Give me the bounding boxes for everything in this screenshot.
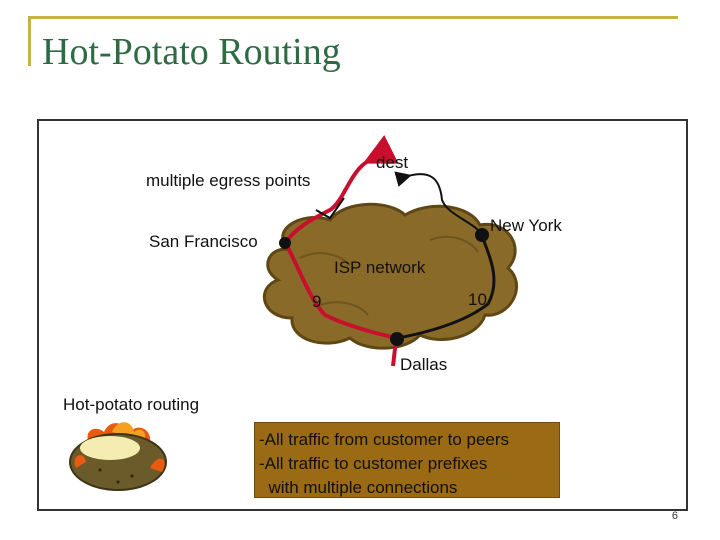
title-accent-bar-top	[28, 16, 678, 19]
router-san-francisco	[279, 237, 291, 249]
path-dest-to-sanfrancisco	[284, 134, 399, 244]
info-line-3: with multiple connections	[259, 478, 458, 497]
label-dest: dest	[376, 153, 409, 172]
path-sanfrancisco-to-dallas	[284, 243, 397, 340]
info-box: -All traffic from customer to peers -All…	[254, 422, 560, 498]
hot-potato-icon	[69, 422, 167, 491]
path-newyork-to-dallas	[397, 235, 496, 340]
page-number: 6	[671, 510, 678, 522]
label-san-francisco: San Francisco	[149, 232, 258, 251]
label-hot-potato-routing: Hot-potato routing	[63, 395, 200, 414]
slide-title: Hot-Potato Routing	[42, 31, 341, 73]
isp-cloud	[262, 202, 519, 350]
label-cost-9: 9	[312, 292, 322, 311]
router-dallas	[390, 332, 404, 346]
label-new-york: New York	[490, 216, 562, 235]
label-dallas: Dallas	[400, 355, 448, 374]
label-isp-network: ISP network	[334, 258, 426, 277]
label-cost-10: 10	[468, 290, 487, 309]
title-accent-bar-left	[28, 16, 31, 66]
router-new-york	[475, 228, 489, 242]
egress-pointer	[315, 197, 345, 220]
info-line-1: -All traffic from customer to peers	[259, 430, 510, 449]
label-multiple-egress: multiple egress points	[146, 171, 311, 190]
path-dest-to-newyork	[394, 171, 483, 235]
info-line-2: -All traffic to customer prefixes	[259, 454, 488, 473]
